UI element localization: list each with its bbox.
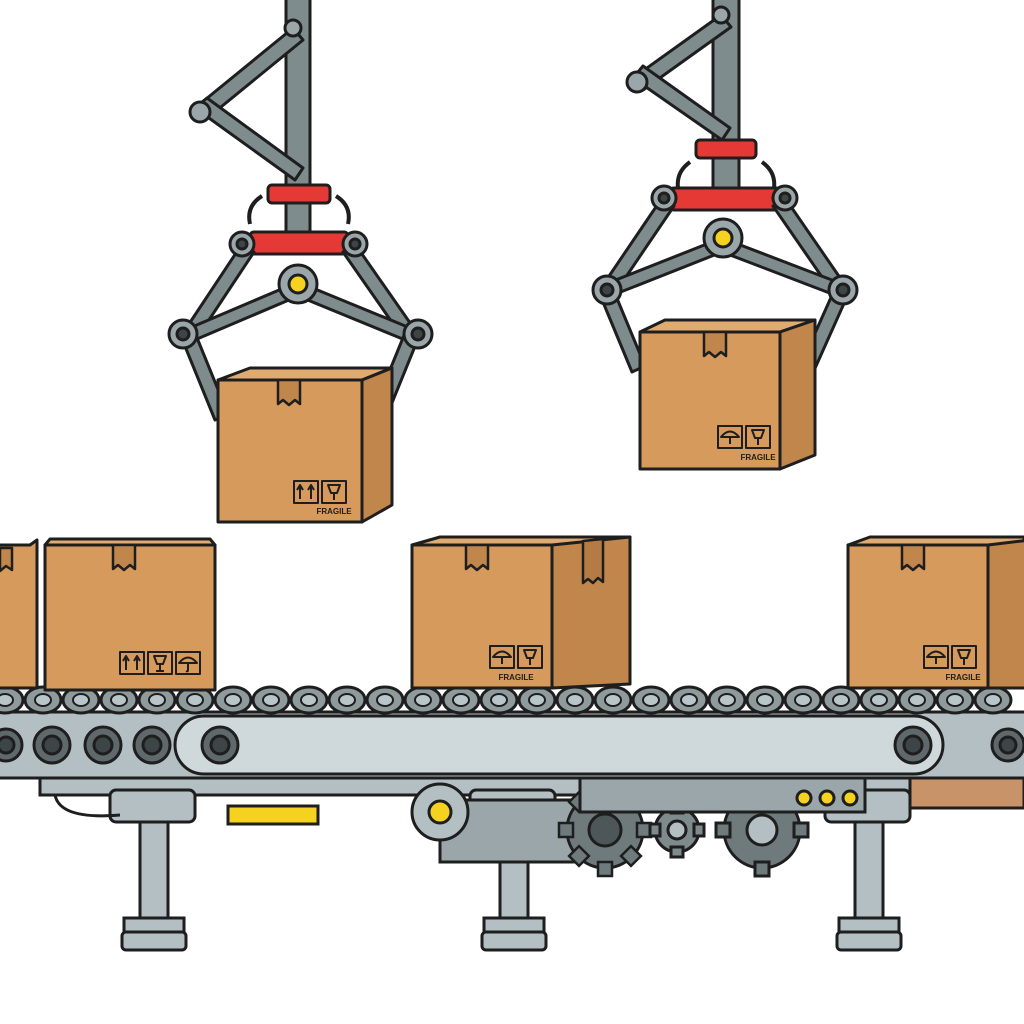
conveyor-roller-hub [794,693,812,707]
control-box [578,776,867,814]
fragile-label: FRAGILE [945,673,981,682]
conveyor-roller-hub [414,693,432,707]
box-markings [489,645,543,669]
conveyor-roller-hub [224,693,242,707]
cardboard-box: FRAGILE [216,366,394,524]
fragile-label: FRAGILE [498,673,534,682]
keep-dry-umbrella-icon [926,650,946,664]
belt-pulleys [0,725,1024,765]
conveyor [0,685,1024,952]
fragile-glass-icon [153,655,167,672]
conveyor-roller-hub [262,693,280,707]
conveyor-roller-hub [908,693,926,707]
conveyor-roller-hub [680,693,698,707]
this-side-up-icon [296,484,315,499]
box-markings [923,645,977,669]
conveyor-roller-hub [566,693,584,707]
robotic-claw-icon [591,0,859,394]
conveyor-roller-hub [832,693,850,707]
conveyor-roller-hub [338,693,356,707]
fragile-glass-icon [751,429,765,445]
cardboard-box: FRAGILE [638,318,817,471]
conveyor-roller-hub [376,693,394,707]
conveyor-roller-hub [946,693,964,707]
conveyor-roller-hub [300,693,318,707]
fragile-glass-icon [523,649,537,665]
conveyor-roller-hub [148,693,166,707]
cardboard-box [0,538,39,690]
fragile-label: FRAGILE [316,507,352,516]
cardboard-box: FRAGILE [846,535,1024,690]
fragile-glass-icon [957,649,971,665]
conveyor-roller-hub [34,693,52,707]
conveyor-roller-hub [718,693,736,707]
box-markings [717,425,771,449]
robotic-claw-icon [167,0,434,440]
conveyor-roller-hub [490,693,508,707]
keep-dry-umbrella-icon [720,430,740,444]
cardboard-box: FRAGILE [410,535,632,690]
cardboard-box [43,537,217,692]
conveyor-roller-hub [984,693,1002,707]
conveyor-roller-hub [186,693,204,707]
conveyor-roller-hub [110,693,128,707]
fragile-label: FRAGILE [740,453,776,462]
fragile-glass-icon [327,484,341,500]
box-markings [119,651,201,675]
box-markings [293,480,347,504]
conveyor-roller-hub [870,693,888,707]
keep-dry-umbrella-icon [492,650,512,664]
motor-housing [410,782,582,864]
conveyor-roller-hub [72,693,90,707]
conveyor-roller-hub [642,693,660,707]
conveyor-roller-hub [0,693,14,707]
conveyor-roller-hub [756,693,774,707]
conveyor-roller-hub [452,693,470,707]
conveyor-roller-hub [528,693,546,707]
conveyor-roller-hub [604,693,622,707]
warning-strip [226,804,320,826]
this-side-up-icon [122,655,141,670]
keep-dry-umbrella-icon [178,656,198,673]
